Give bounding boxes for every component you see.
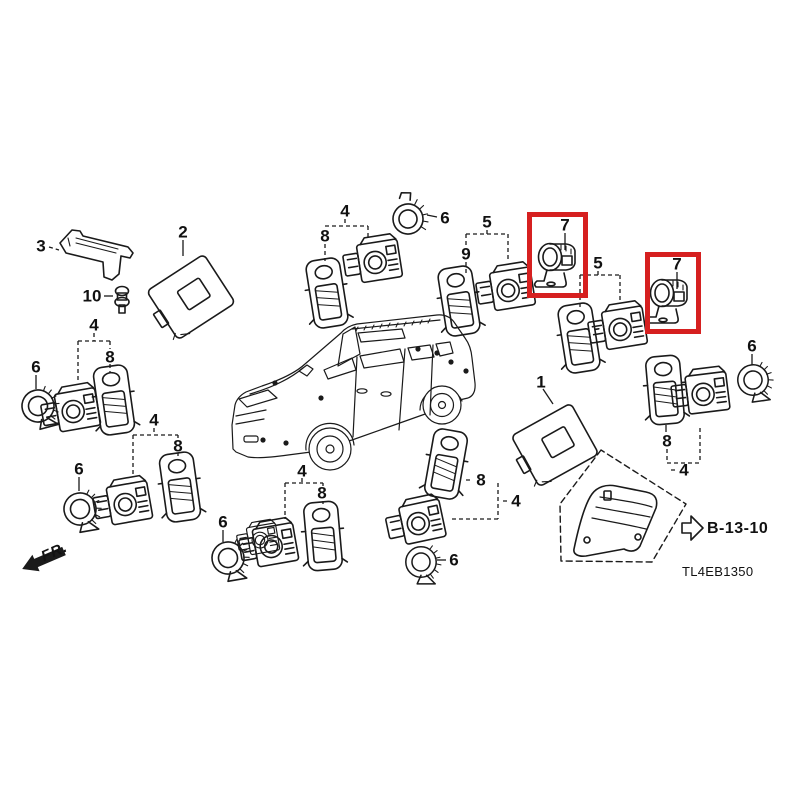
callout-6: 6: [218, 512, 228, 532]
diagram-code: TL4EB1350: [682, 564, 754, 579]
callout-6: 6: [31, 357, 41, 377]
callout-6: 6: [449, 550, 459, 570]
car-illustration: [231, 314, 476, 471]
leader-lines-dashed: [48, 219, 701, 520]
callout-7: 7: [560, 215, 570, 235]
part-10-screw: [114, 285, 130, 314]
callout-8: 8: [105, 347, 115, 367]
leader-lines: [35, 214, 753, 561]
callout-8: 8: [476, 470, 486, 490]
part-3-bracket: [59, 229, 134, 281]
callout-10: 10: [82, 286, 102, 306]
reference-region: [559, 449, 704, 563]
callout-4: 4: [511, 491, 521, 511]
callout-8: 8: [662, 431, 672, 451]
callout-6: 6: [74, 459, 84, 479]
callout-4: 4: [89, 315, 99, 335]
callout-1: 1: [536, 372, 546, 392]
callout-6: 6: [440, 208, 450, 228]
reference-label[interactable]: B-13-10: [707, 520, 769, 537]
highlight-box-part-7[interactable]: [645, 252, 701, 334]
callout-4: 4: [340, 201, 350, 221]
callout-8: 8: [317, 483, 327, 503]
callout-7: 7: [672, 254, 682, 274]
reference-arrow-icon: [681, 515, 704, 541]
callout-2: 2: [178, 222, 188, 242]
callout-4: 4: [679, 460, 689, 480]
callout-8: 8: [173, 436, 183, 456]
sensor-brackets: [86, 255, 691, 573]
callout-6: 6: [747, 336, 757, 356]
callout-5: 5: [593, 253, 603, 273]
callout-3: 3: [36, 236, 46, 256]
callout-9: 9: [461, 244, 471, 264]
part-1-control-unit: [504, 402, 601, 492]
callout-4: 4: [149, 410, 159, 430]
parking-sensor-assemblies: [37, 232, 731, 571]
corner-garnish-part: [573, 484, 658, 557]
callout-4: 4: [297, 461, 307, 481]
retainer-rings: [17, 187, 777, 585]
callout-5: 5: [482, 212, 492, 232]
highlight-box-part-7[interactable]: [527, 212, 588, 298]
part-2-control-unit: [140, 253, 237, 346]
fr-arrow-icon: [22, 546, 66, 572]
callout-8: 8: [320, 226, 330, 246]
